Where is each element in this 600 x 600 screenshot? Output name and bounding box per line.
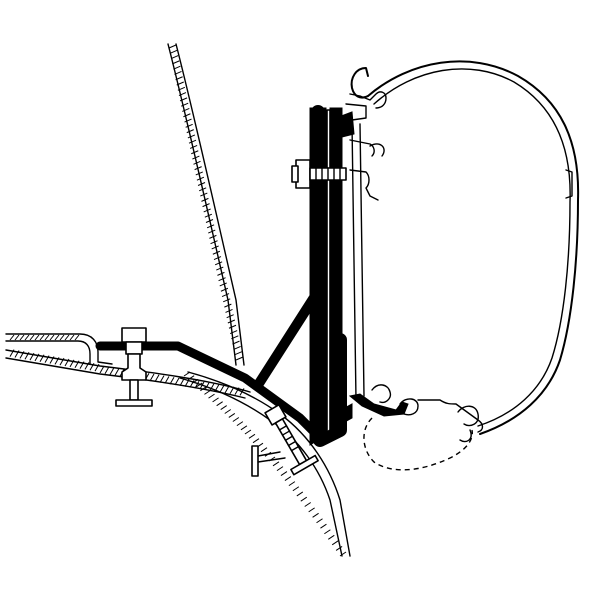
lower-bolt (251, 404, 319, 477)
roof-clamp-bolt (115, 327, 153, 407)
awning-clearance-outline (363, 417, 473, 471)
awning-rail-profile (335, 67, 387, 401)
upper-bolt (291, 159, 347, 189)
vehicle-side-wall (167, 43, 245, 366)
awning-cassette (367, 60, 580, 435)
awning-rail-bottom (348, 384, 484, 443)
mounting-bracket (309, 105, 353, 447)
